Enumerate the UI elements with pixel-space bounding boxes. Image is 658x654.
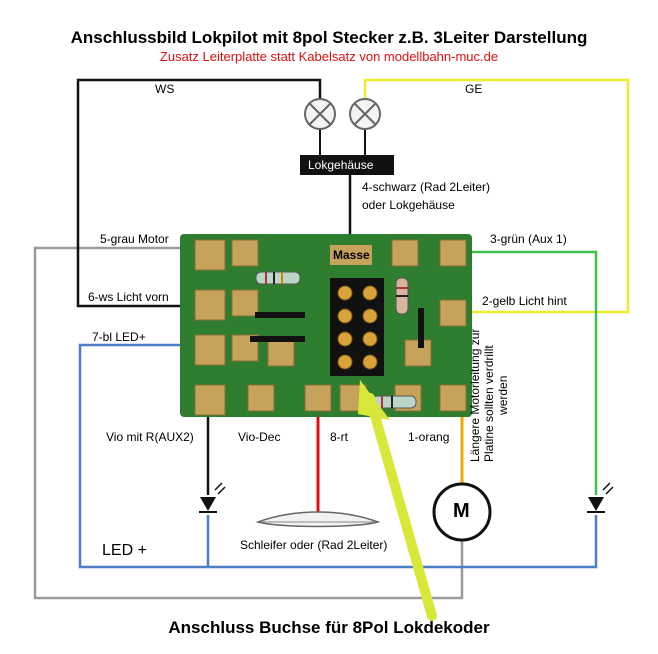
led-left-symbol (199, 482, 226, 513)
wire-green (460, 250, 598, 495)
jumper-1 (255, 312, 305, 318)
page-title: Anschlussbild Lokpilot mit 8pol Stecker … (70, 28, 588, 47)
page-subtitle: Zusatz Leiterplatte statt Kabelsatz von … (159, 49, 499, 64)
motor-symbol (432, 482, 492, 542)
pcb-pads (194, 239, 467, 416)
wire-grey (33, 246, 464, 600)
jumper-2 (250, 336, 305, 342)
lamp-left (304, 98, 336, 130)
label-schleifer: Schleifer oder (Rad 2Leiter) (240, 538, 388, 552)
label-gelb: 2-gelb Licht hint (482, 294, 567, 308)
label-gruen: 3-grün (Aux 1) (490, 232, 567, 246)
motor-note-line-3: werden (496, 375, 510, 415)
label-lokgehaeuse: Lokgehäuse (308, 158, 374, 172)
jumper-3 (418, 308, 424, 348)
resistor-3 (371, 395, 417, 409)
label-vio-r: Vio mit R(AUX2) (106, 430, 194, 444)
label-rt: 8-rt (330, 430, 348, 444)
bottom-caption: Anschluss Buchse für 8Pol Lokdekoder (168, 618, 490, 637)
label-schwarz-2: oder Lokgehäuse (362, 198, 455, 212)
socket-pins (337, 285, 378, 370)
wire-white (76, 78, 322, 308)
led-right-symbol (587, 482, 614, 513)
arrow-pointer (358, 380, 437, 621)
resistor-2 (395, 277, 409, 315)
motor-note-line-1: Längere Motorleitung zur (468, 328, 482, 462)
masse-plate (330, 245, 372, 265)
wire-yellow (363, 78, 630, 314)
schleifer-shape (255, 511, 381, 528)
label-ws-licht: 6-ws Licht vorn (88, 290, 169, 304)
label-schwarz-1: 4-schwarz (Rad 2Leiter) (362, 180, 491, 194)
label-masse: Masse (333, 248, 370, 262)
lamp-right (349, 98, 381, 130)
motor-label: M (453, 500, 470, 522)
label-led-plus: LED + (102, 542, 147, 559)
lokgehaeuse-box (300, 155, 394, 175)
motor-note: Längere Motorleitung zur Platine sollten… (468, 329, 510, 462)
label-grau: 5-grau Motor (100, 232, 169, 246)
resistor-1 (255, 271, 301, 285)
label-bl: 7-bl LED+ (92, 330, 146, 344)
label-orang: 1-orang (408, 430, 450, 444)
label-vio-dec: Vio-Dec (238, 430, 281, 444)
motor-note-line-2: Platine sollten verdrillt (482, 345, 496, 462)
label-ge: GE (465, 82, 483, 96)
label-ws: WS (155, 82, 175, 96)
wire-blue (78, 343, 598, 569)
